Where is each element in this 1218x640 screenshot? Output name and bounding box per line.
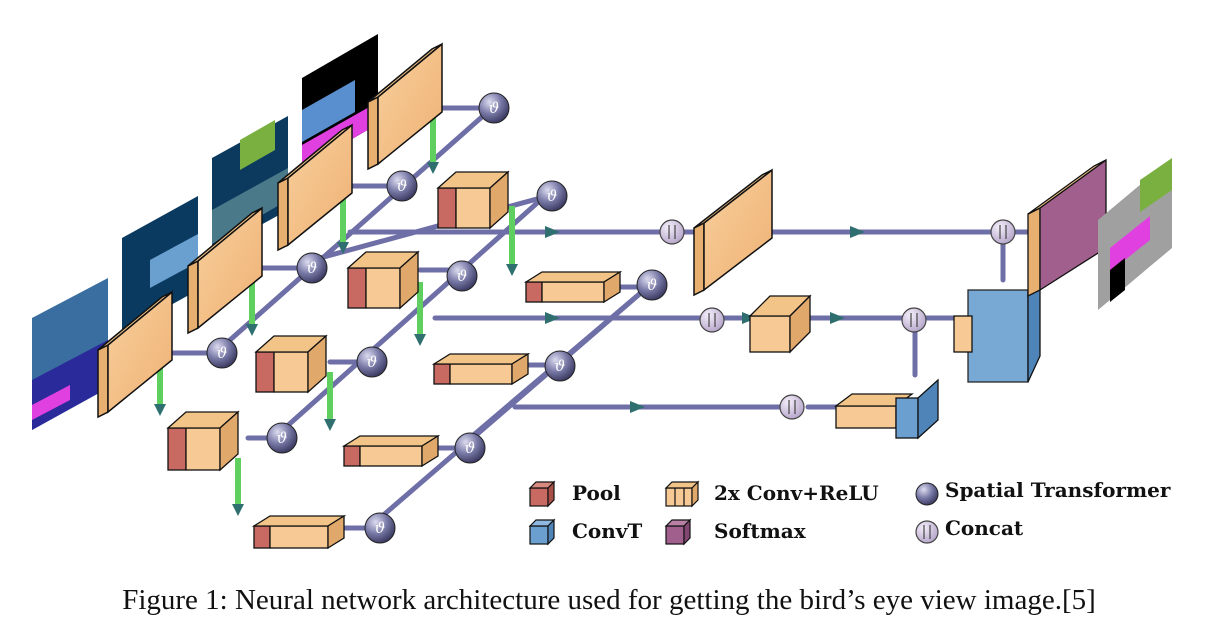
legend-spatial-transformer: [915, 482, 939, 506]
st-node: ϑ: [446, 260, 478, 292]
st-node: ϑ: [386, 170, 418, 202]
concat-node: [699, 307, 725, 333]
block-g: [431, 352, 531, 386]
block-e: [251, 514, 347, 550]
svg-text:ϑ: ϑ: [307, 259, 318, 277]
convt-block-large: [953, 261, 1041, 383]
concat-node: [659, 219, 685, 245]
svg-text:ϑ: ϑ: [367, 353, 378, 371]
svg-text:ϑ: ϑ: [647, 276, 658, 294]
st-node: ϑ: [454, 432, 486, 464]
svg-text:ϑ: ϑ: [277, 429, 288, 447]
conv-slab-decoder: [693, 168, 773, 297]
legend-concat: [915, 520, 939, 544]
conv-slab-1: [97, 290, 173, 419]
legend-convt-label: ConvT: [572, 519, 642, 543]
block-b: [254, 334, 328, 394]
svg-text:ϑ: ϑ: [457, 267, 468, 285]
legend-softmax: [664, 518, 692, 546]
legend-concat-label: Concat: [945, 516, 1024, 540]
legend-conv-relu: [664, 480, 700, 508]
concat-node: [990, 219, 1016, 245]
softmax-output: [1027, 158, 1107, 298]
conv-slab-3: [277, 123, 353, 252]
concat-nodes: [659, 219, 1016, 420]
block-d: [436, 170, 510, 230]
network-architecture-diagram: ϑ ϑ ϑ ϑ ϑ ϑ ϑ ϑ ϑ ϑ ϑ ϑ Pool ConvT 2x Co…: [32, 34, 1172, 550]
svg-text:ϑ: ϑ: [397, 177, 408, 195]
legend-pool: [528, 480, 556, 508]
block-c: [346, 250, 420, 310]
block-h: [523, 270, 623, 304]
spatial-transformer-nodes: ϑ ϑ ϑ ϑ ϑ ϑ ϑ ϑ ϑ ϑ ϑ ϑ: [206, 92, 668, 544]
legend-pool-label: Pool: [572, 481, 621, 505]
legend-conv-relu-label: 2x Conv+ReLU: [714, 481, 879, 505]
legend-spatial-transformer-label: Spatial Transformer: [945, 478, 1171, 502]
block-dec-2: [834, 378, 939, 440]
svg-text:ϑ: ϑ: [489, 99, 500, 117]
conv-slab-4: [367, 42, 443, 171]
svg-text:ϑ: ϑ: [547, 187, 558, 205]
conv-slabs: [97, 42, 773, 419]
conv-slab-2: [187, 206, 263, 335]
legend-convt: [528, 518, 556, 546]
svg-text:ϑ: ϑ: [465, 439, 476, 457]
svg-text:ϑ: ϑ: [555, 357, 566, 375]
legend-softmax-label: Softmax: [714, 519, 807, 543]
svg-text:ϑ: ϑ: [375, 519, 386, 537]
figure-caption: Figure 1: Neural network architecture us…: [122, 584, 1096, 616]
st-node: ϑ: [364, 512, 396, 544]
output-bev-image: [1098, 158, 1172, 310]
downsample-arrows: [157, 116, 515, 510]
st-node: ϑ: [536, 180, 568, 212]
st-node: ϑ: [636, 269, 668, 301]
st-node: ϑ: [544, 350, 576, 382]
st-node: ϑ: [206, 337, 238, 369]
pool-conv-blocks: [166, 158, 1107, 550]
st-node: ϑ: [296, 252, 328, 284]
block-a: [166, 410, 240, 472]
legend: Pool ConvT 2x Conv+ReLU Softmax Spatial …: [528, 478, 1171, 546]
st-node: ϑ: [356, 346, 388, 378]
block-f: [341, 434, 441, 468]
block-dec-1: [748, 294, 812, 354]
svg-text:ϑ: ϑ: [217, 344, 228, 362]
st-node: ϑ: [266, 422, 298, 454]
concat-node: [779, 394, 805, 420]
concat-node: [901, 307, 927, 333]
st-node: ϑ: [478, 92, 510, 124]
